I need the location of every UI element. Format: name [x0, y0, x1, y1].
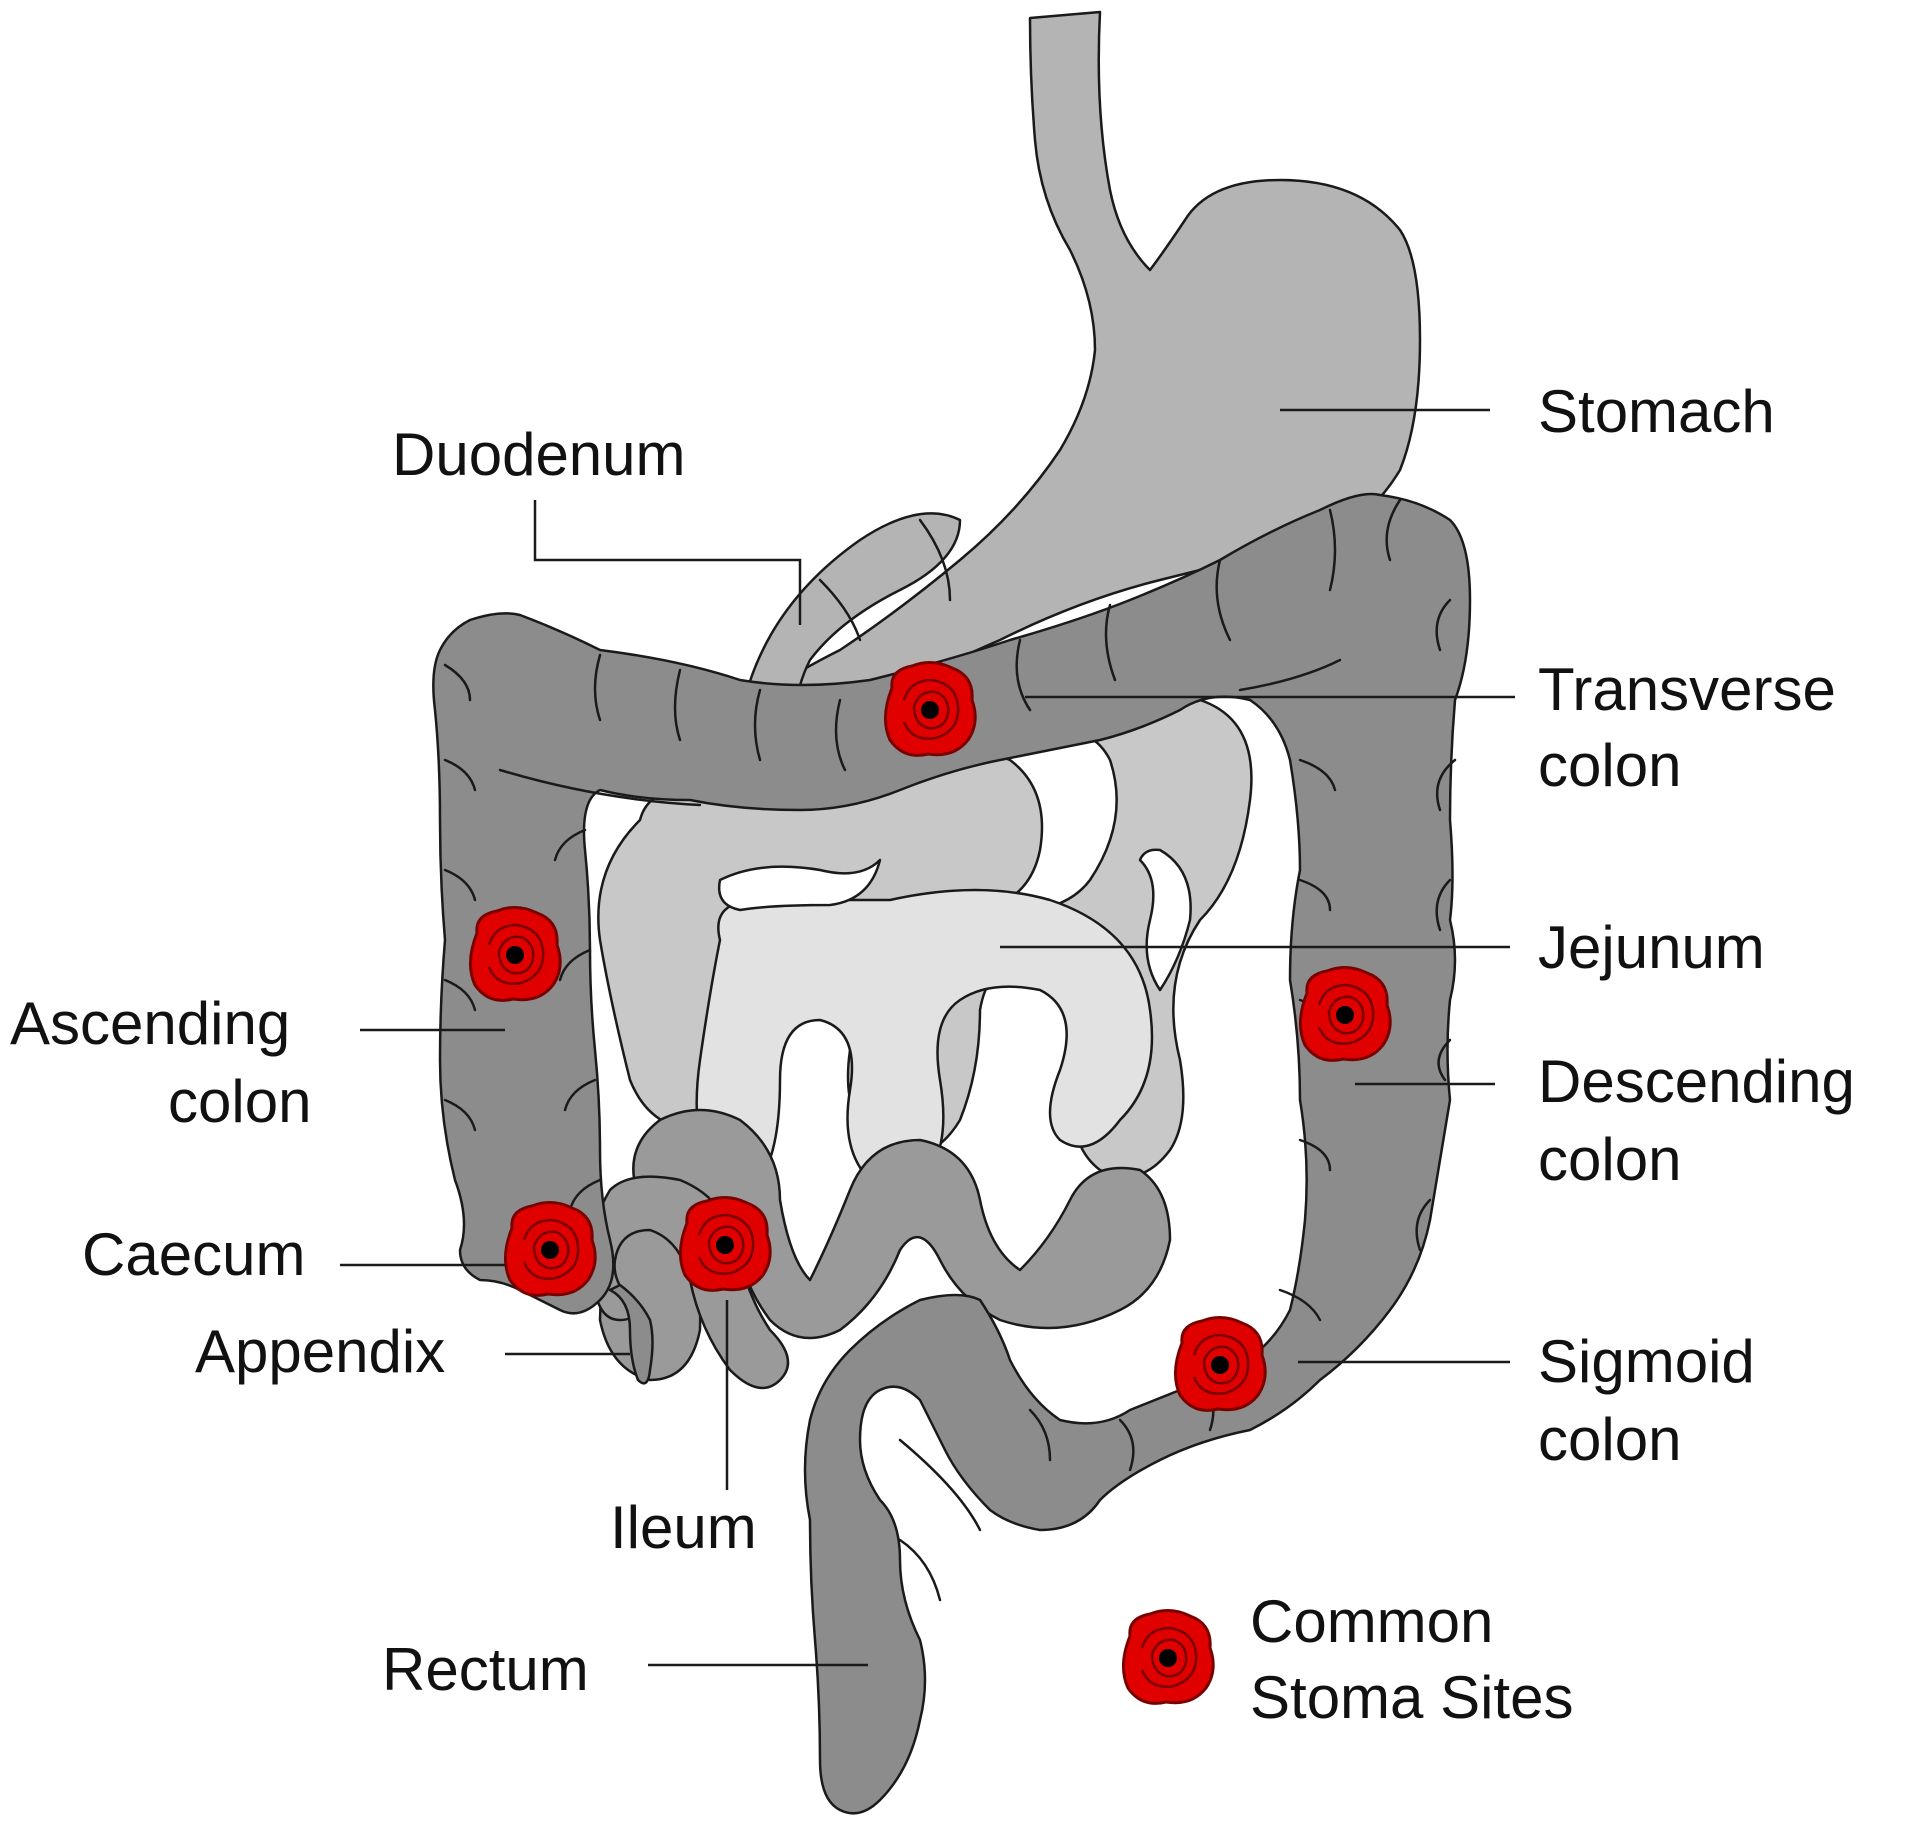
rectum-label: Rectum: [382, 1636, 589, 1703]
sigmoid-colon-label-line2: colon: [1538, 1406, 1681, 1473]
legend: Common Stoma Sites: [1121, 1588, 1573, 1731]
duodenum-label: Duodenum: [392, 421, 686, 488]
caecum-label: Caecum: [82, 1221, 305, 1288]
stomach-label: Stomach: [1538, 378, 1775, 445]
stoma-site-icon: [1173, 1315, 1267, 1412]
ileum-label: Ileum: [610, 1494, 757, 1561]
appendix-label: Appendix: [195, 1318, 445, 1385]
sigmoid-colon-label: Sigmoid: [1538, 1328, 1755, 1395]
transverse-colon-label: Transverse: [1538, 656, 1836, 723]
descending-colon-label-line2: colon: [1538, 1126, 1681, 1193]
leader-lines: [340, 408, 1515, 1667]
stoma-site-icon: [1298, 965, 1392, 1062]
duodenum-leader: [533, 500, 802, 625]
stoma-site-icon: [503, 1200, 597, 1297]
colon-shape: [432, 492, 1472, 1815]
stoma-site-icon: [883, 660, 977, 757]
loop-gap-2: [1138, 848, 1192, 992]
stoma-site-icon: [678, 1195, 772, 1292]
descending-colon-label: Descending: [1538, 1048, 1855, 1115]
duodenum-fold-2: [918, 518, 952, 602]
stoma-site-icon: [468, 905, 562, 1002]
ascending-colon-label-line2: colon: [168, 1068, 311, 1135]
duodenum-fold-1: [818, 578, 862, 642]
transverse-colon-label-line2: colon: [1538, 732, 1681, 799]
loop-gap-1: [717, 858, 882, 912]
legend-text: Common: [1250, 1588, 1493, 1655]
legend-stoma-icon: [1121, 1608, 1215, 1705]
ascending-colon-label: Ascending: [10, 990, 290, 1057]
small-intestine: [590, 696, 1253, 1390]
appendix-shape: [608, 1283, 654, 1385]
labels: Stomach Duodenum Transverse colon Jejunu…: [10, 378, 1855, 1703]
legend-text-line2: Stoma Sites: [1250, 1664, 1573, 1731]
jejunum-label: Jejunum: [1538, 914, 1765, 981]
